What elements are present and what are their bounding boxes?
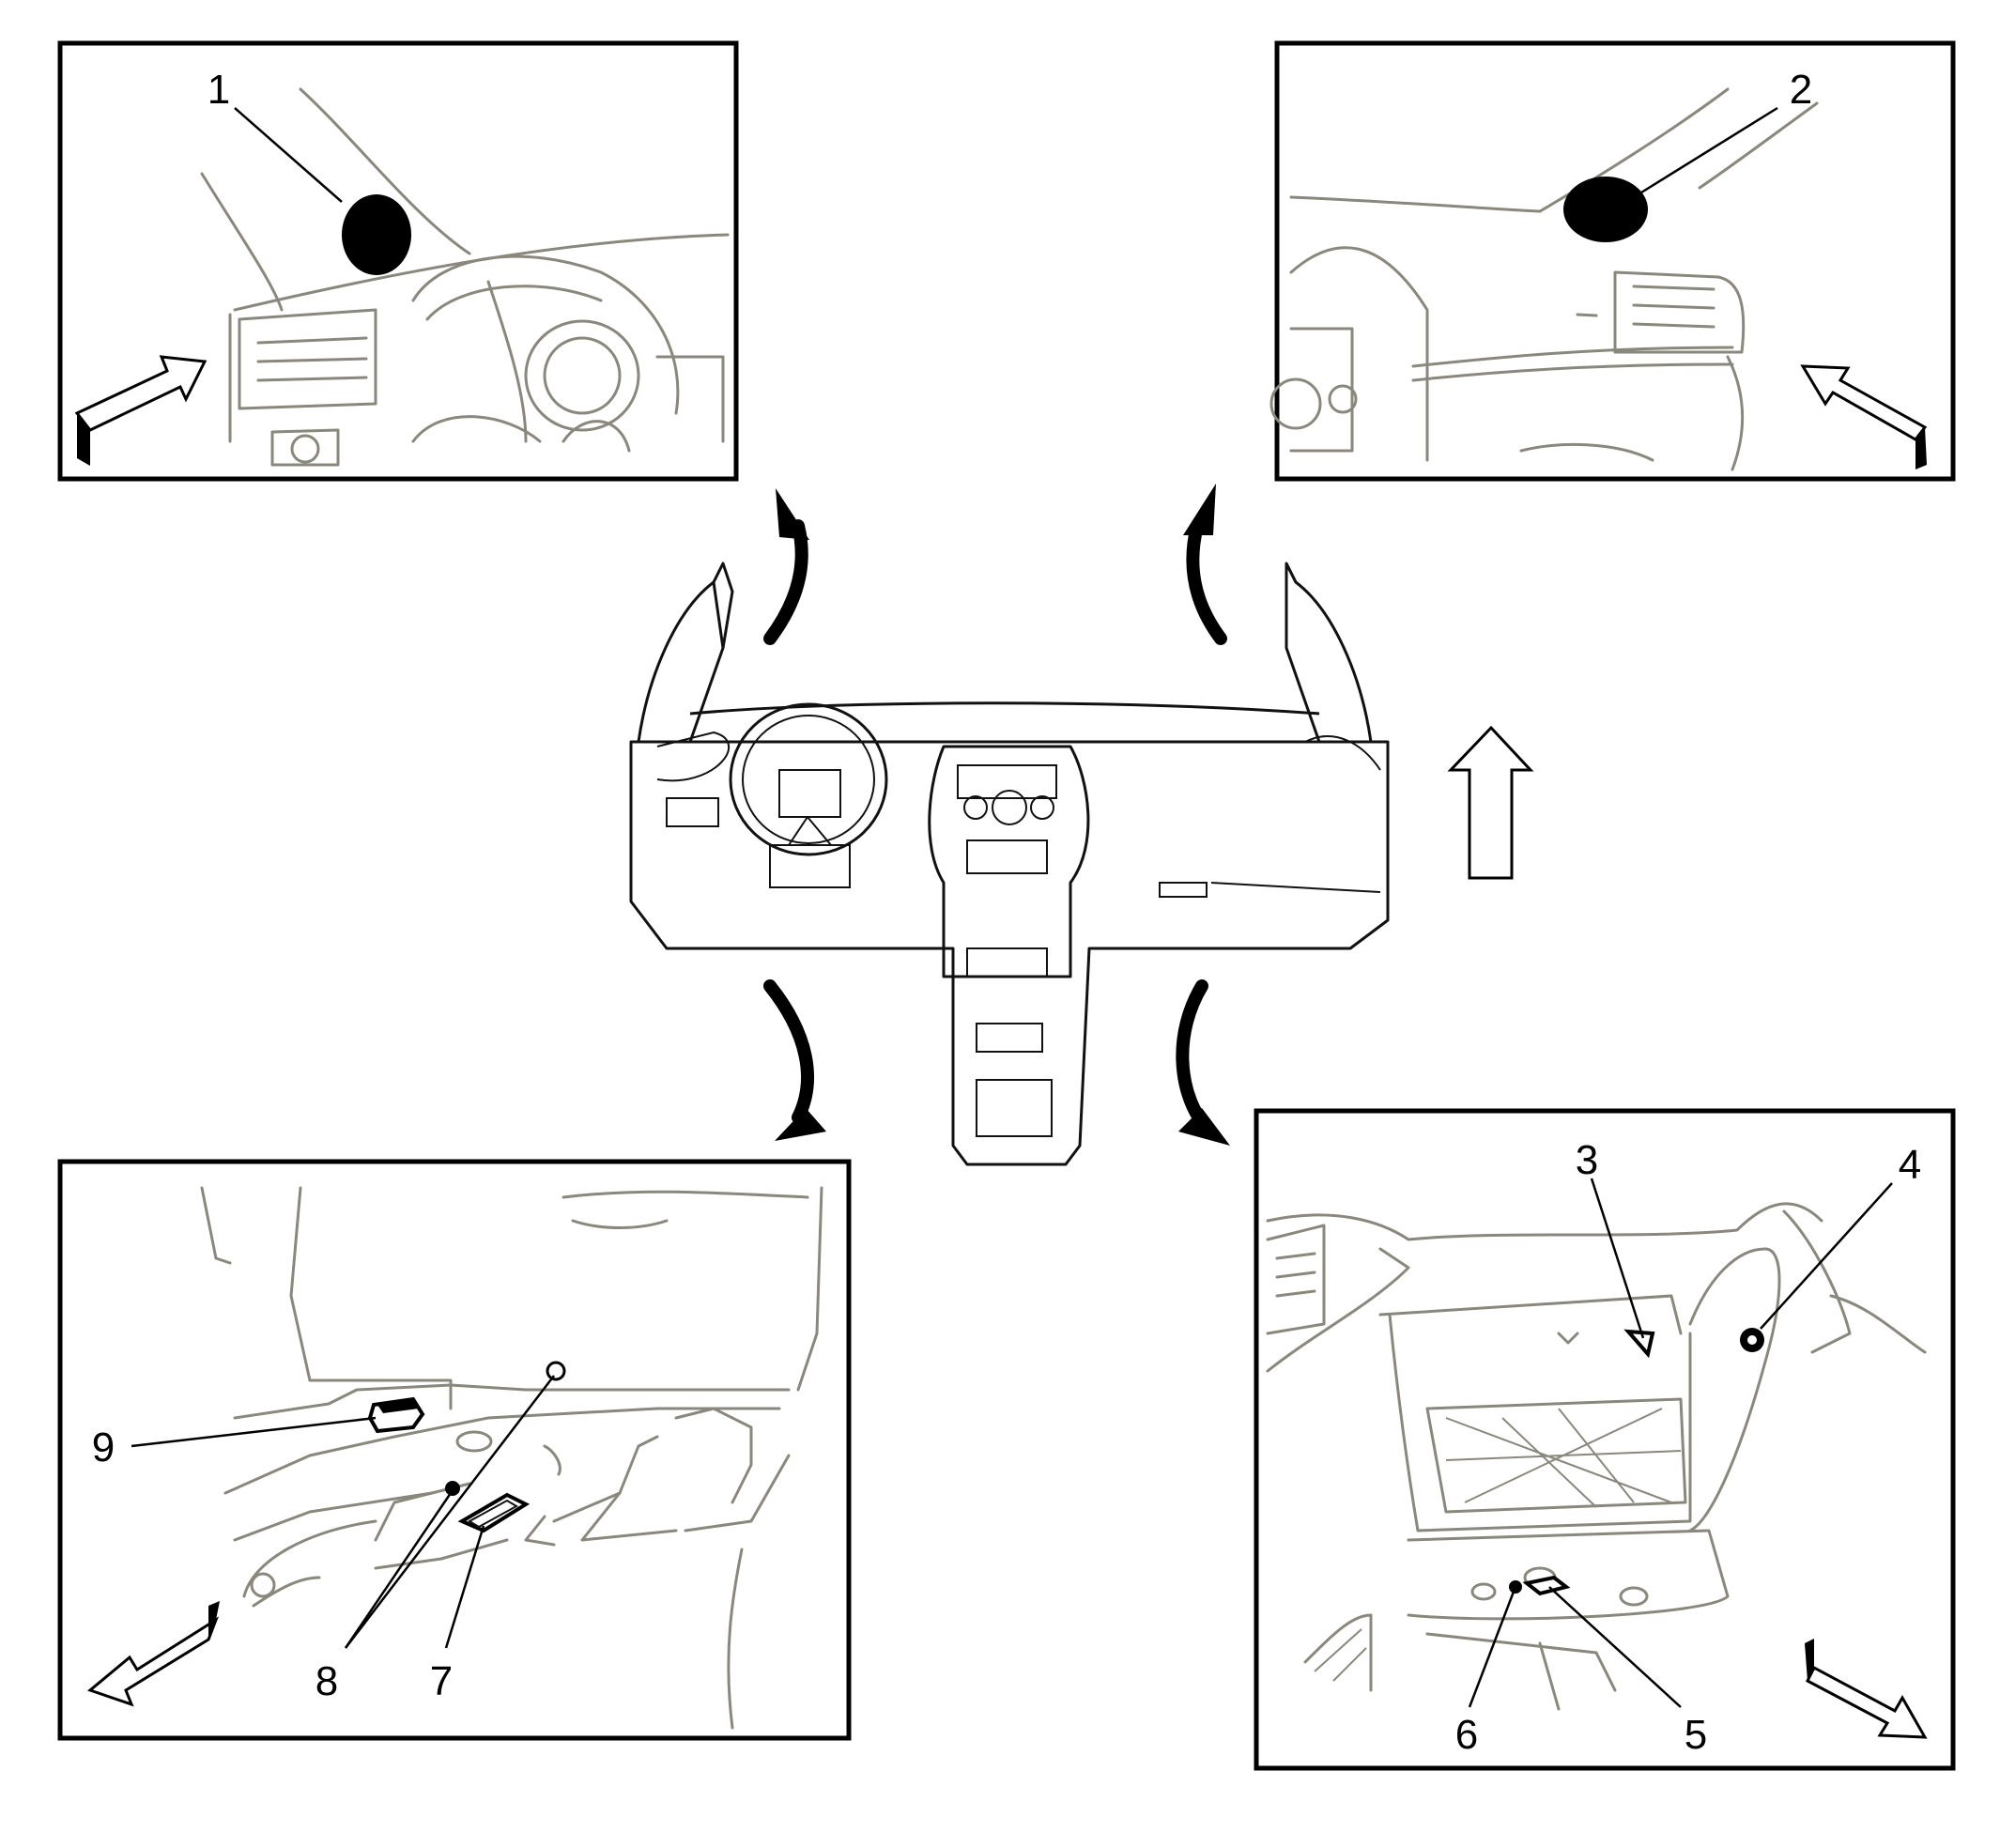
part-1-shape: [342, 194, 411, 275]
part-6-shape: [1509, 1580, 1522, 1594]
callout-3: 3: [1576, 1137, 1598, 1183]
part-8-upper-shape: [546, 1361, 566, 1381]
instrument-panel-overview: [629, 562, 1390, 1166]
leader-line-8-upper: [345, 1375, 555, 1649]
callout-9: 9: [92, 1424, 115, 1471]
view-direction-arrow-bottom-left: [86, 1616, 220, 1707]
callout-6: 6: [1455, 1712, 1478, 1758]
callout-1: 1: [208, 67, 230, 113]
leader-line-8-lower: [344, 1492, 453, 1649]
view-direction-arrow-top-right: [1800, 364, 1928, 441]
overview-arrow-top-right: [1183, 484, 1227, 645]
leader-line-4: [1760, 1182, 1893, 1330]
line-art-glovebox-open: [1266, 1202, 1927, 1711]
detail-view-top-left: 1: [57, 40, 739, 482]
leader-line-7: [444, 1525, 485, 1649]
overview-arrow-top-left: [763, 488, 809, 645]
callout-4: 4: [1899, 1142, 1921, 1188]
leader-line-5: [1548, 1586, 1682, 1708]
part-7-shape: [457, 1492, 531, 1533]
overview-arrow-bottom-left: [763, 979, 826, 1141]
leader-line-6: [1468, 1591, 1515, 1708]
callout-8: 8: [315, 1658, 338, 1704]
detail-frame-top-right: [1274, 40, 1956, 482]
part-8-lower-shape: [445, 1481, 460, 1496]
detail-view-bottom-right: 3 4 5 6: [1254, 1108, 1956, 1771]
detail-view-bottom-left: 9 8 7: [57, 1159, 852, 1741]
overview-arrow-bottom-right: [1176, 979, 1230, 1146]
callout-7: 7: [430, 1658, 453, 1704]
leader-line-9: [131, 1416, 377, 1448]
leader-line-3: [1590, 1178, 1645, 1339]
leader-line-2: [1640, 106, 1778, 194]
callout-2: 2: [1790, 67, 1812, 113]
line-art-underside-left: [200, 1186, 823, 1730]
detail-view-top-right: 2: [1269, 40, 1956, 482]
view-direction-arrow-bottom-right: [1806, 1665, 1928, 1739]
line-art-driver-side: [200, 87, 730, 467]
part-5-shape: [1522, 1575, 1571, 1596]
forward-direction-arrow: [1447, 725, 1534, 880]
view-direction-arrow-top-left: [74, 355, 208, 432]
line-art-passenger-side: [1269, 87, 1819, 471]
leader-line-1: [234, 107, 343, 203]
part-2-shape: [1563, 177, 1648, 242]
callout-5: 5: [1685, 1712, 1707, 1758]
